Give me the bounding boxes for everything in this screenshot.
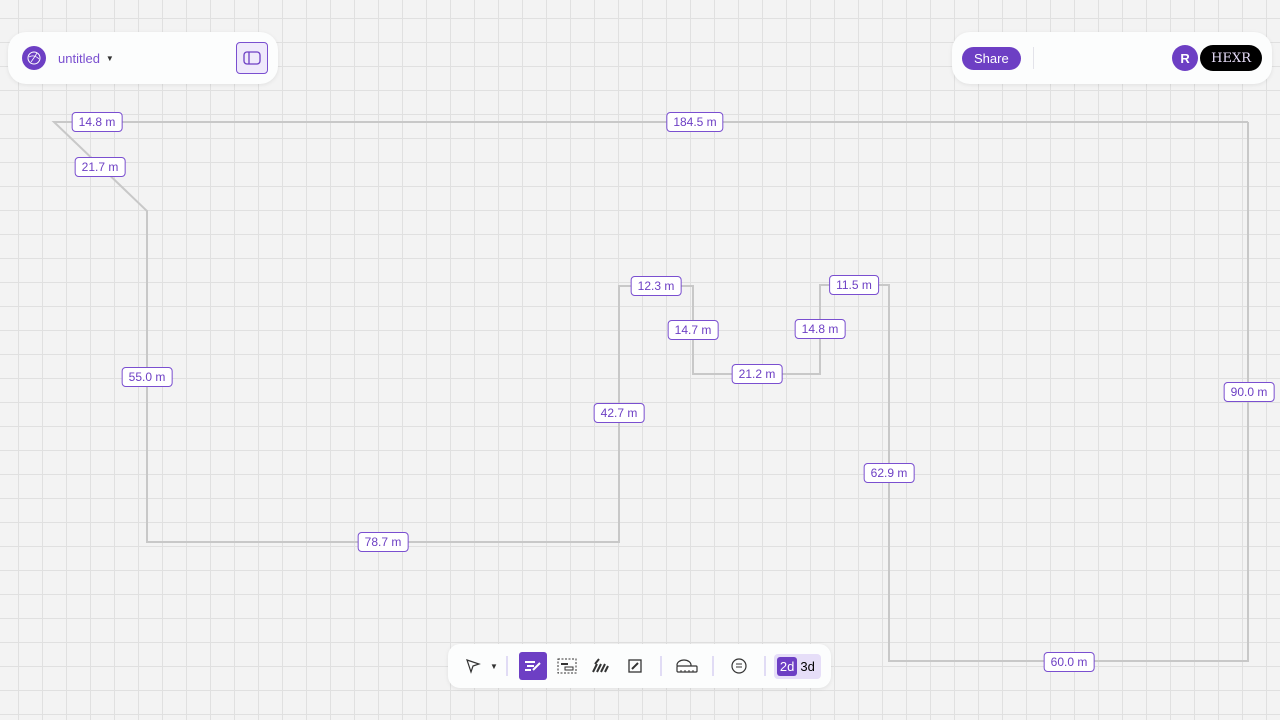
measurement-label[interactable]: 90.0 m — [1223, 382, 1275, 402]
view-2d-button[interactable]: 2d — [776, 656, 798, 676]
tape-measure-icon — [676, 659, 698, 673]
comment-icon — [731, 658, 747, 674]
measurement-label[interactable]: 14.8 m — [794, 319, 846, 339]
chevron-down-icon[interactable]: ▼ — [490, 661, 498, 671]
project-title[interactable]: untitled — [58, 50, 100, 66]
measurement-label[interactable]: 11.5 m — [829, 275, 879, 295]
user-avatar[interactable]: R — [1172, 45, 1199, 71]
measurement-label[interactable]: 21.7 m — [74, 157, 126, 177]
sidebar-icon — [243, 51, 261, 65]
divider — [711, 656, 714, 676]
select-icon — [466, 659, 481, 674]
measurement-label[interactable]: 14.8 m — [71, 112, 123, 132]
area-select-tool-button[interactable] — [553, 652, 581, 680]
view-3d-button[interactable]: 3d — [800, 658, 815, 674]
comment-tool-button[interactable] — [725, 652, 753, 680]
view-mode-toggle: 2d 3d — [773, 653, 821, 679]
measurement-label[interactable]: 21.2 m — [731, 364, 783, 384]
area-select-icon — [557, 658, 577, 674]
divider — [1032, 47, 1034, 69]
project-panel: untitled ▼ — [8, 32, 278, 84]
chevron-down-icon[interactable]: ▼ — [105, 53, 114, 63]
select-tool-button[interactable] — [459, 652, 487, 680]
hatch-icon — [592, 658, 609, 673]
bottom-toolbar: ▼ 2d 3d — [448, 644, 831, 688]
divider — [659, 656, 662, 676]
measurement-label[interactable]: 78.7 m — [357, 532, 409, 552]
measurement-label[interactable]: 42.7 m — [593, 403, 645, 423]
wall-draw-tool-button[interactable] — [518, 652, 547, 680]
measure-tool-button[interactable] — [673, 652, 701, 680]
hatch-tool-button[interactable] — [587, 652, 615, 680]
measurement-label[interactable]: 12.3 m — [630, 276, 682, 296]
share-button[interactable]: Share — [962, 46, 1021, 70]
divider — [763, 656, 766, 676]
measurement-label[interactable]: 60.0 m — [1043, 652, 1095, 672]
measurement-label[interactable]: 55.0 m — [121, 367, 173, 387]
edit-frame-tool-button[interactable] — [621, 652, 649, 680]
measurement-label[interactable]: 62.9 m — [863, 463, 915, 483]
measurement-label[interactable]: 184.5 m — [666, 112, 724, 132]
wall-draw-icon — [524, 661, 541, 671]
edit-frame-icon — [628, 659, 642, 673]
measurement-label[interactable]: 14.7 m — [667, 320, 719, 340]
logo-icon[interactable] — [22, 46, 46, 70]
divider — [505, 656, 508, 676]
wall-path[interactable] — [51, 121, 1249, 662]
toggle-sidebar-button[interactable] — [236, 42, 268, 74]
share-panel: Share R HEXR — [952, 32, 1272, 84]
brand-logo[interactable]: HEXR — [1200, 45, 1262, 71]
